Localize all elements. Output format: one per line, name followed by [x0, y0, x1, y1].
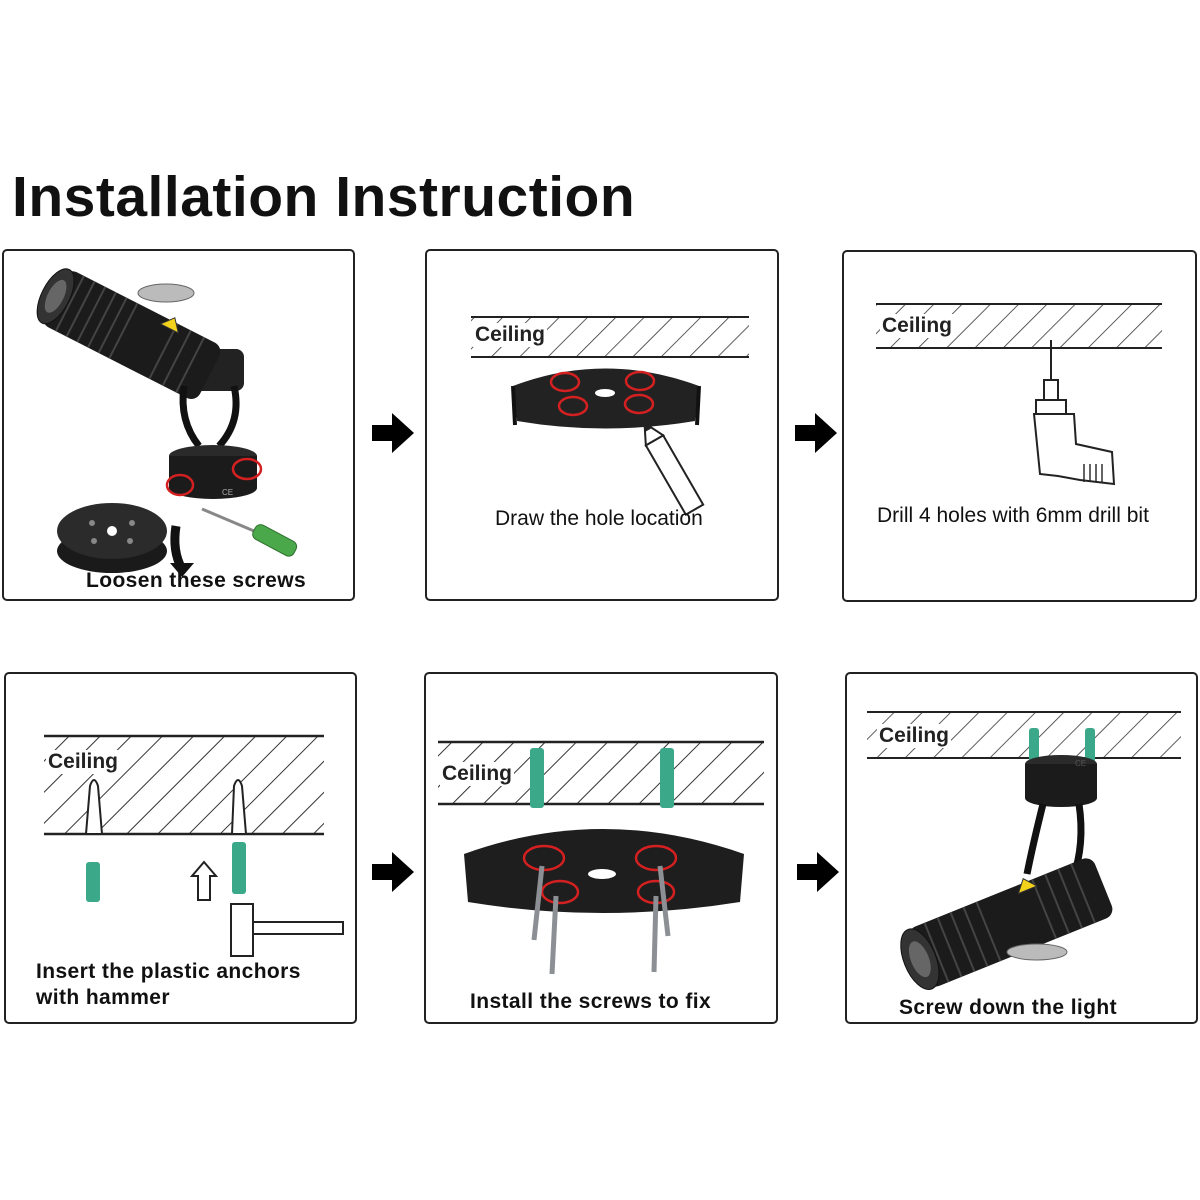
arrow-right-icon: [795, 413, 837, 453]
step-4-caption-line1: Insert the plastic anchors: [36, 960, 301, 983]
plastic-anchor-icon: [530, 748, 674, 808]
plastic-anchor-icon: [1029, 728, 1095, 764]
arrow-right-icon: [372, 413, 414, 453]
step-3-caption: Drill 4 holes with 6mm drill bit: [877, 504, 1149, 527]
drill-icon: [1032, 340, 1116, 486]
arrow-right-icon: [797, 852, 839, 892]
mounting-plate-icon: [464, 829, 744, 913]
arrow-up-icon: [189, 860, 219, 901]
step-5-panel: Ceiling Install the screws to fix: [424, 672, 778, 1024]
svg-text:CE: CE: [222, 488, 233, 497]
page-title: Installation Instruction: [12, 165, 636, 229]
step-5-caption: Install the screws to fix: [470, 990, 712, 1013]
step-5-ceiling-label: Ceiling: [440, 762, 515, 786]
step-3-panel: Ceiling Drill 4 holes with 6mm drill bit: [842, 250, 1197, 602]
spotlight-icon: CE: [36, 268, 263, 499]
step-6-caption: Screw down the light: [899, 996, 1118, 1019]
step-4-caption-line2: with hammer: [36, 986, 170, 1009]
pencil-icon: [643, 421, 705, 516]
step-2-panel: Ceiling Draw the hole location: [425, 249, 779, 601]
plastic-anchor-icon: [86, 842, 246, 902]
step-2-caption: Draw the hole location: [495, 507, 703, 530]
spotlight-icon: CE: [900, 755, 1113, 990]
step-6-ceiling-label: Ceiling: [877, 724, 952, 748]
step-4-ceiling-label: Ceiling: [46, 750, 121, 774]
svg-text:CE: CE: [1075, 759, 1086, 768]
arrow-right-icon: [372, 852, 414, 892]
step-6-panel: CE Ceiling Screw down the light: [845, 672, 1198, 1024]
step-3-ceiling-label: Ceiling: [880, 314, 955, 338]
mounting-plate-icon: [511, 368, 701, 429]
mounting-plate-icon: [57, 503, 194, 577]
step-1-caption: Loosen these screws: [86, 569, 307, 592]
screw-icon: [531, 865, 671, 975]
step-1-panel: CE Loosen these screws: [2, 249, 355, 601]
screwdriver-icon: [201, 507, 298, 557]
hammer-icon: [230, 903, 344, 957]
step-2-ceiling-label: Ceiling: [473, 323, 548, 347]
step-4-panel: Ceiling Insert the plastic anchors with …: [4, 672, 357, 1024]
ceiling-hatch: [876, 303, 1162, 349]
